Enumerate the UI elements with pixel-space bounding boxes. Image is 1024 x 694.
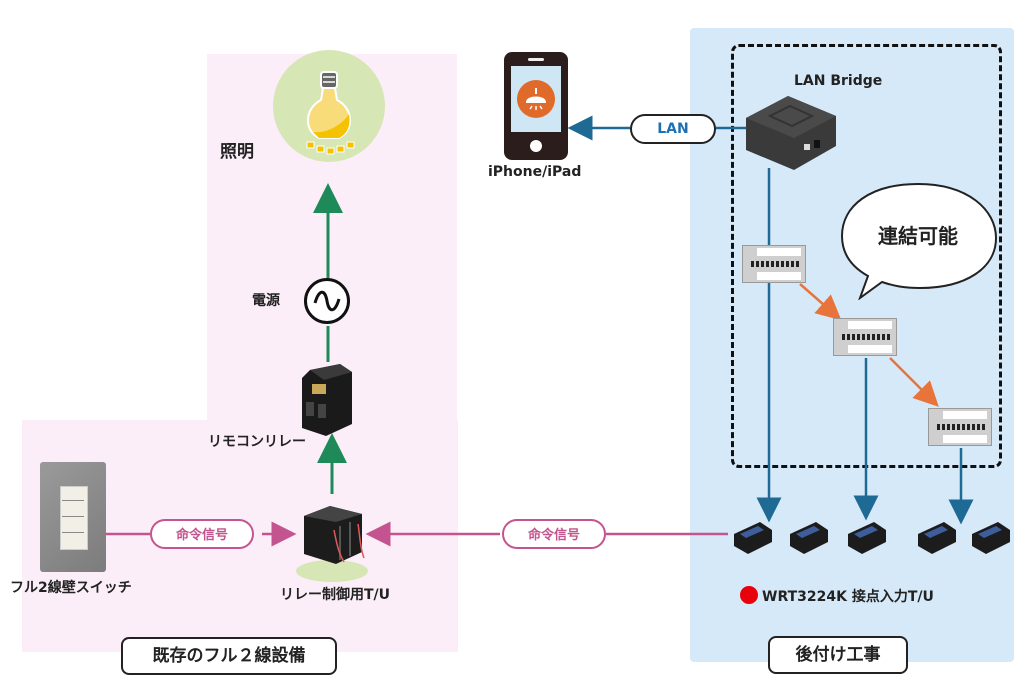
wall-switch-label: フル2線壁スイッチ [10,580,132,596]
wall-switch-icon [40,462,106,572]
remote-relay-icon [296,362,354,438]
contact-input-label: WRT3224K 接点入力T/U [762,589,934,605]
light-app-icon [517,80,555,118]
contact-input-tu-1 [732,520,774,554]
lan-bridge-label: LAN Bridge [794,73,883,89]
chain-arrow-1 [799,283,842,321]
contact-input-tu-5 [970,520,1012,554]
red-marker-icon [740,586,758,604]
remote-relay-label: リモコンリレー [208,434,306,450]
lighting-bulb-icon [273,50,385,162]
retrofit-work-title: 後付け工事 [768,636,908,674]
existing-equipment-title: 既存のフル２線設備 [121,637,337,675]
chainable-callout-text: 連結可能 [878,224,958,248]
ac-power-icon [304,278,350,324]
extension-module-1 [742,245,806,283]
contact-input-tu-4 [916,520,958,554]
chain-arrow-2 [889,357,939,407]
chainable-callout: 連結可能 [838,180,998,301]
command-signal-pill-left: 命令信号 [150,519,254,549]
lan-pill: LAN [630,114,716,144]
relay-control-tu-icon [300,500,366,568]
smartphone-icon [504,52,568,160]
power-label: 電源 [252,293,280,309]
tu-shadow [296,560,368,582]
phone-label: iPhone/iPad [488,164,582,180]
contact-input-tu-3 [846,520,888,554]
command-signal-pill-right: 命令信号 [502,519,606,549]
contact-input-tu-2 [788,520,830,554]
lighting-label: 照明 [220,142,254,162]
relay-control-tu-label: リレー制御用T/U [280,587,391,603]
extension-module-2 [833,318,897,356]
lan-bridge-icon [744,92,838,172]
extension-module-3 [928,408,992,446]
